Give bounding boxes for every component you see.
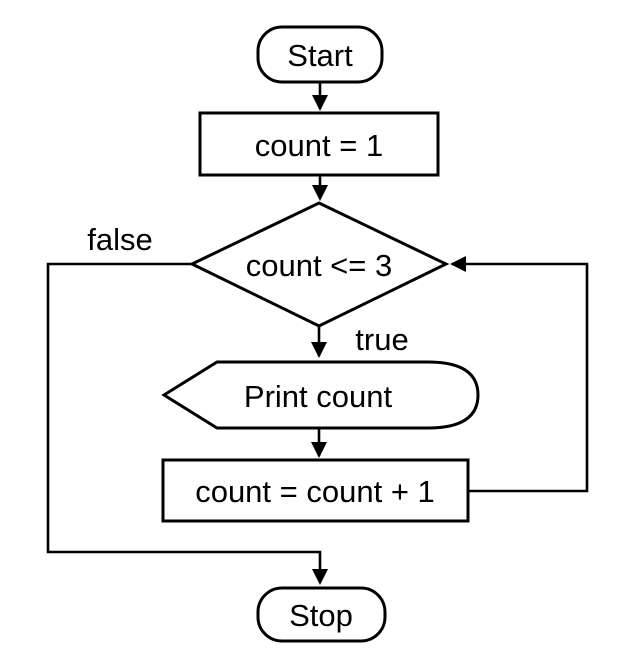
init-process-label: count = 1	[255, 128, 383, 163]
edge-increment-loopback-to-decision	[450, 256, 589, 493]
increment-process-label: count = count + 1	[195, 474, 435, 509]
print-display-label: Print count	[244, 379, 393, 414]
start-node-label: Start	[287, 38, 353, 73]
stop-node-label: Stop	[289, 598, 353, 633]
increment-process-node	[161, 458, 470, 523]
false-branch-label: false	[87, 222, 152, 257]
edge-decision-false-to-stop	[46, 262, 328, 585]
decision-node	[188, 201, 450, 328]
print-display-node	[161, 360, 480, 430]
true-branch-label: true	[355, 322, 408, 357]
start-node	[256, 25, 384, 84]
stop-node	[256, 586, 387, 643]
decision-node-label: count <= 3	[246, 248, 393, 283]
init-process-node	[198, 111, 440, 177]
